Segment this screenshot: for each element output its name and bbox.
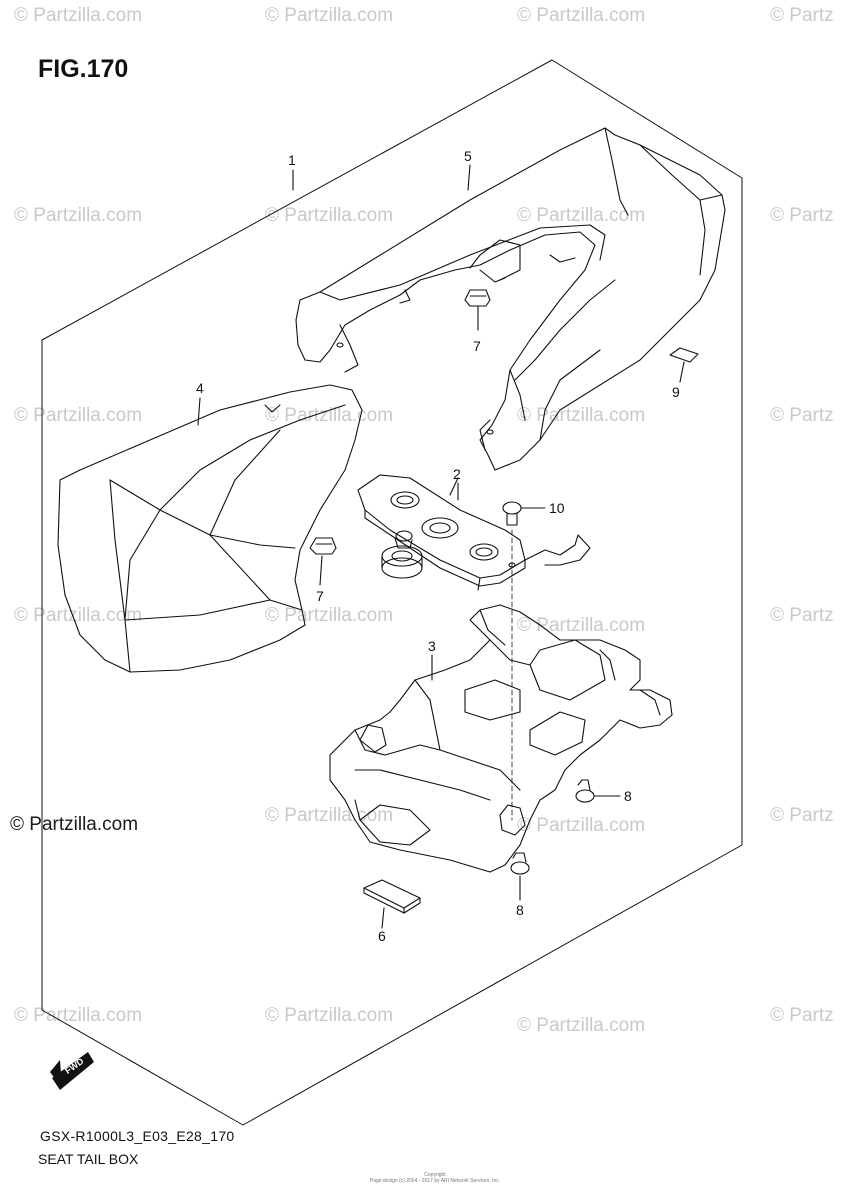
figure-title: FIG.170: [38, 55, 129, 83]
watermark: © Partzilla.com: [14, 1005, 143, 1026]
fwd-arrow-icon: [50, 1052, 94, 1090]
clip-part-lower: [309, 537, 337, 586]
callout-5: 5: [464, 148, 472, 164]
watermark: © Partzilla.com: [517, 1015, 646, 1036]
sheet-part: [363, 879, 421, 929]
watermark: © Partz: [770, 205, 834, 226]
callout-10: 10: [549, 500, 565, 516]
watermark: © Partzilla.com: [14, 5, 143, 26]
watermark: © Partz: [770, 5, 834, 26]
watermark: © Partzilla.com: [14, 605, 143, 626]
screw-part: [502, 501, 546, 526]
callout-7-upper: 7: [473, 338, 481, 354]
watermark: © Partzilla.com: [14, 205, 143, 226]
watermark: © Partzilla.com: [14, 405, 143, 426]
watermark: © Partzilla.com: [265, 1005, 394, 1026]
damper-part: [381, 530, 423, 579]
watermark: © Partzilla.com: [265, 5, 394, 26]
watermark: © Partzilla.com: [517, 205, 646, 226]
callout-6: 6: [378, 928, 386, 944]
watermark: © Partzilla.com: [265, 205, 394, 226]
watermark: © Partz: [770, 805, 834, 826]
callout-1: 1: [288, 152, 296, 168]
bracket-plate-part: [357, 474, 591, 591]
callout-8-right: 8: [624, 788, 632, 804]
bolt-part-lower: [510, 852, 530, 901]
callout-7-lower: 7: [316, 588, 324, 604]
bolt-part-right: [575, 779, 621, 803]
section-title: SEAT TAIL BOX: [38, 1151, 139, 1167]
callout-8-lower: 8: [516, 902, 524, 918]
model-code: GSX-R1000L3_E03_E28_170: [40, 1128, 235, 1144]
watermark: © Partzilla.com: [517, 615, 646, 636]
watermark: © Partzilla.com: [517, 405, 646, 426]
clip-part-upper: [464, 289, 491, 331]
watermark: © Partzilla.com: [517, 815, 646, 836]
copyright-fine-print: Copyright Page design (c) 2004 - 2017 by…: [369, 1172, 501, 1184]
pad-part: [669, 347, 699, 383]
watermark: © Partzilla.com: [517, 5, 646, 26]
callout-3: 3: [428, 638, 436, 654]
tray-part: [329, 604, 673, 873]
watermark: © Partz: [770, 605, 834, 626]
callout-2: 2: [453, 466, 461, 482]
watermark: © Partz: [770, 1005, 834, 1026]
watermark: © Partzilla.com: [265, 605, 394, 626]
watermark: © Partz: [770, 405, 834, 426]
diagram-frame: [41, 59, 743, 1126]
callout-4: 4: [196, 380, 204, 396]
callout-9: 9: [672, 384, 680, 400]
tail-cowl-part: [295, 127, 726, 471]
seat-part: [57, 384, 363, 673]
